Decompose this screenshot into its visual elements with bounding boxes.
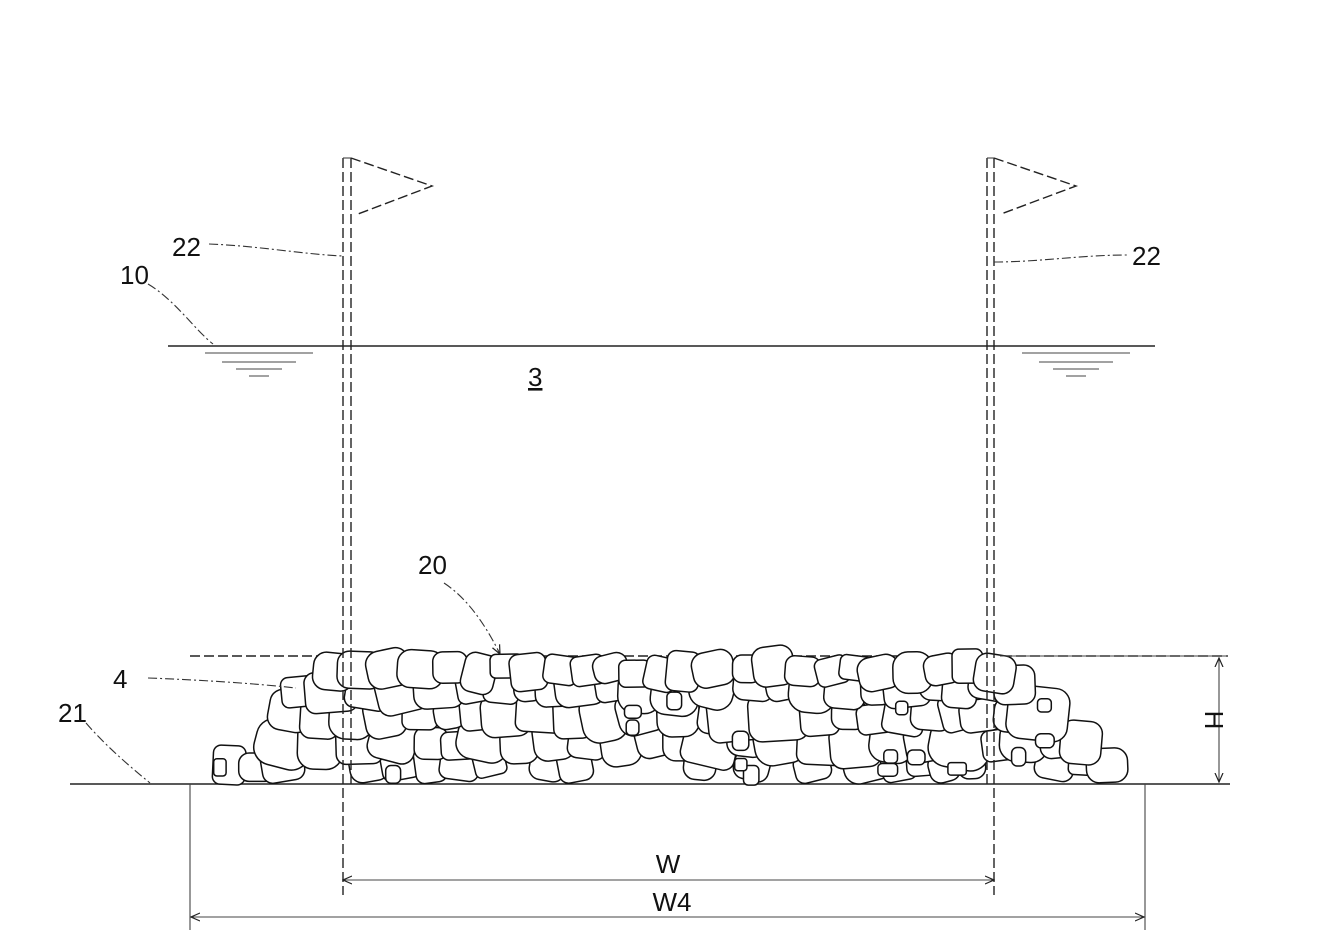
water-level-symbol-left <box>205 352 313 377</box>
label-22-right: 22 <box>1132 241 1161 271</box>
stone <box>742 764 760 786</box>
stone <box>1036 698 1053 713</box>
stone <box>906 749 926 766</box>
stone <box>877 762 899 777</box>
leader-22-left <box>208 243 344 257</box>
stone <box>623 704 643 719</box>
stone <box>625 719 640 737</box>
stone <box>1010 746 1027 767</box>
stone <box>883 749 899 764</box>
stone <box>384 764 402 785</box>
stone <box>947 761 968 776</box>
label-3: 3 <box>528 362 542 392</box>
marker-pole-left <box>342 157 435 895</box>
label-10: 10 <box>120 260 149 290</box>
stone <box>731 730 750 752</box>
label-21: 21 <box>58 698 87 728</box>
leader-10 <box>147 283 214 345</box>
leader-4 <box>147 677 297 689</box>
width-w4-dimension <box>189 784 1146 930</box>
leader-22-right <box>993 254 1129 263</box>
rubble-stones <box>211 644 1129 786</box>
label-4: 4 <box>113 664 127 694</box>
stone <box>733 757 748 772</box>
leader-20 <box>443 582 500 654</box>
label-w4: W4 <box>653 887 692 917</box>
stone <box>212 757 227 777</box>
label-22-left: 22 <box>172 232 201 262</box>
leader-21 <box>85 722 151 784</box>
stone <box>972 652 1017 695</box>
stone <box>1058 719 1104 766</box>
label-20: 20 <box>418 550 447 580</box>
stone <box>666 691 683 711</box>
stone <box>1034 733 1055 749</box>
label-h: H <box>1199 711 1229 730</box>
water-level-symbol-right <box>1022 352 1130 377</box>
label-w: W <box>656 849 681 879</box>
marker-pole-right <box>986 157 1079 895</box>
stone <box>894 700 909 716</box>
height-dimension <box>1000 655 1228 782</box>
